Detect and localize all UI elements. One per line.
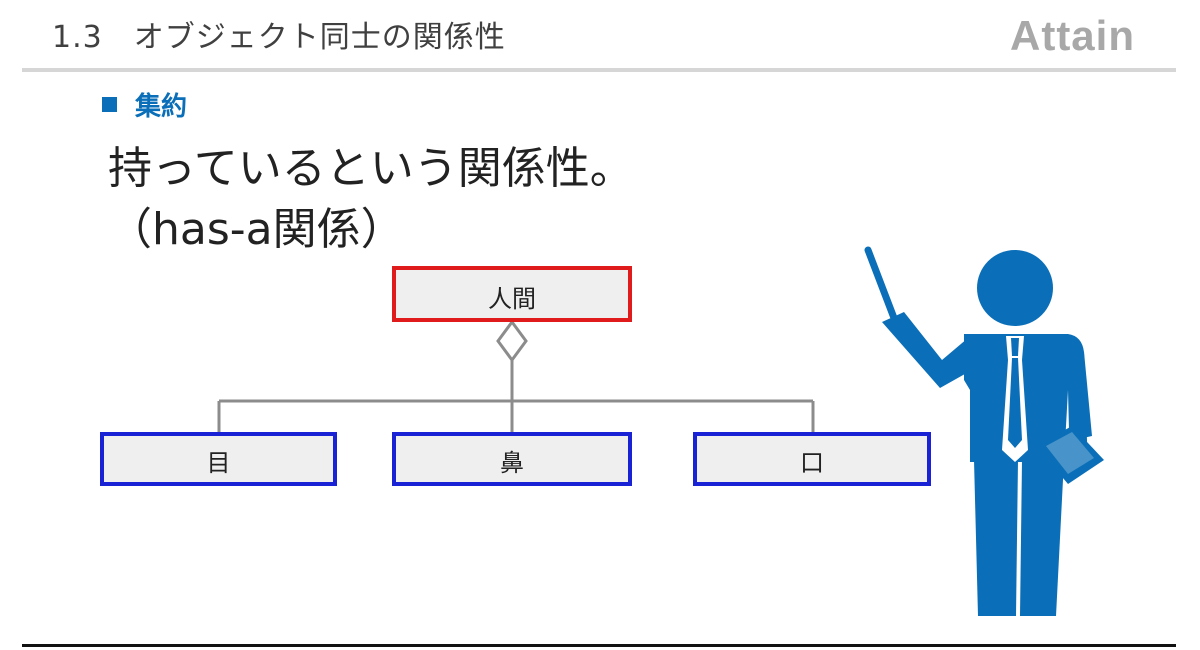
attain-logo: Attain [1010, 14, 1135, 58]
header-divider [22, 68, 1176, 72]
child-box-nose [392, 432, 632, 486]
child-label-mouth: 口 [800, 449, 824, 477]
presenter-with-pointer-icon [864, 246, 1104, 616]
square-bullet-icon [102, 97, 117, 112]
svg-text:Attain: Attain [1010, 14, 1135, 58]
child-box-eye [100, 432, 337, 486]
section-heading: 集約 [102, 86, 187, 123]
parent-box [392, 266, 632, 322]
child-label-eye: 目 [206, 449, 231, 477]
connector-lines [217, 360, 815, 434]
slide-title: 1.3 オブジェクト同士の関係性 [52, 20, 506, 55]
child-box-mouth [693, 432, 931, 486]
description-line-1: 持っているという関係性。 [108, 143, 634, 194]
parent-label: 人間 [488, 285, 536, 313]
child-label-nose: 鼻 [500, 449, 524, 477]
aggregation-diamond-icon [496, 319, 528, 363]
footer-divider [22, 644, 1176, 647]
description-line-2: （has-a関係） [108, 204, 405, 255]
section-heading-text: 集約 [135, 92, 188, 122]
